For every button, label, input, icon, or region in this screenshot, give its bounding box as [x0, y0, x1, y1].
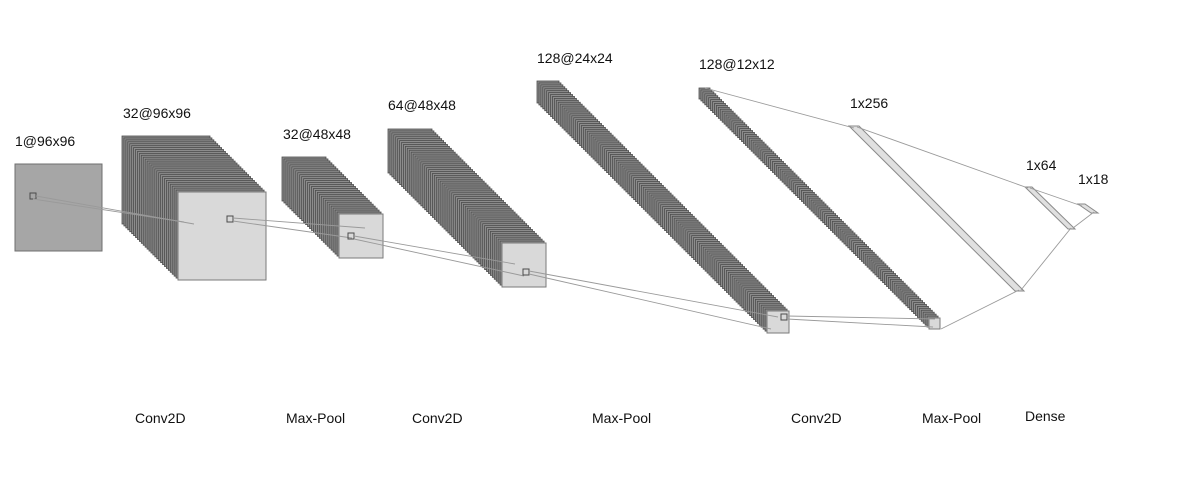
layer-label-pool3: 128@12x12	[699, 56, 775, 72]
kernel-conv1	[226, 215, 234, 223]
layer-label-input: 1@96x96	[15, 133, 75, 149]
link-flatten-dense1-top	[856, 126, 1029, 189]
layer-label-pool1: 32@48x48	[283, 126, 351, 142]
pool1-stack-front-map	[338, 213, 384, 259]
op-label-conv2d-2: Conv2D	[412, 410, 463, 426]
flatten-vector	[847, 125, 1026, 292]
output-vector	[1076, 203, 1100, 214]
link-pool3-flatten-bottom	[940, 289, 1020, 330]
conv1-stack	[121, 135, 267, 281]
link-conv2-conv3-b	[528, 273, 772, 330]
layer-label-conv1: 32@96x96	[123, 105, 191, 121]
op-label-conv2d-3: Conv2D	[791, 410, 842, 426]
link-dense1-output-top	[1029, 187, 1083, 207]
link-conv1-pool1-a	[232, 217, 366, 229]
pool3-stack	[698, 87, 941, 330]
link-dense1-output-bottom	[1072, 211, 1095, 229]
kernel-conv3	[780, 313, 788, 321]
layer-label-conv2: 64@48x48	[388, 97, 456, 113]
layer-label-output: 1x18	[1078, 171, 1109, 187]
layer-label-flat: 1x256	[850, 95, 888, 111]
layer-label-conv3: 128@24x24	[537, 50, 613, 66]
conv3-stack	[536, 80, 790, 334]
link-flatten-dense1-bottom	[1020, 227, 1072, 291]
connection-lines	[29, 87, 1095, 330]
conv1-stack-front-map	[177, 191, 267, 281]
pool1-stack	[281, 156, 384, 259]
link-pool3-flatten-top	[704, 87, 855, 129]
link-conv2-conv3-a	[528, 270, 779, 318]
link-conv3-pool3-b	[786, 318, 934, 328]
link-pool1-conv2-a	[353, 235, 516, 265]
conv2-stack-front-map	[501, 242, 547, 288]
op-label-maxpool-1: Max-Pool	[286, 410, 345, 426]
kernel-conv2	[522, 268, 530, 276]
link-pool1-conv2-b	[353, 238, 525, 277]
op-label-maxpool-2: Max-Pool	[592, 410, 651, 426]
layer-label-dense1: 1x64	[1026, 157, 1057, 173]
op-label-maxpool-3: Max-Pool	[922, 410, 981, 426]
link-conv1-pool1-b	[232, 220, 353, 239]
conv3-stack-front-map	[766, 310, 790, 334]
dense1-vector	[1023, 186, 1077, 230]
link-conv3-pool3-a	[786, 315, 936, 320]
pool3-stack-front-map	[928, 317, 941, 330]
diagram-shapes	[14, 80, 1100, 334]
op-label-conv2d-1: Conv2D	[135, 410, 186, 426]
op-label-dense: Dense	[1025, 408, 1066, 424]
link-input-conv1-b	[32, 198, 185, 223]
